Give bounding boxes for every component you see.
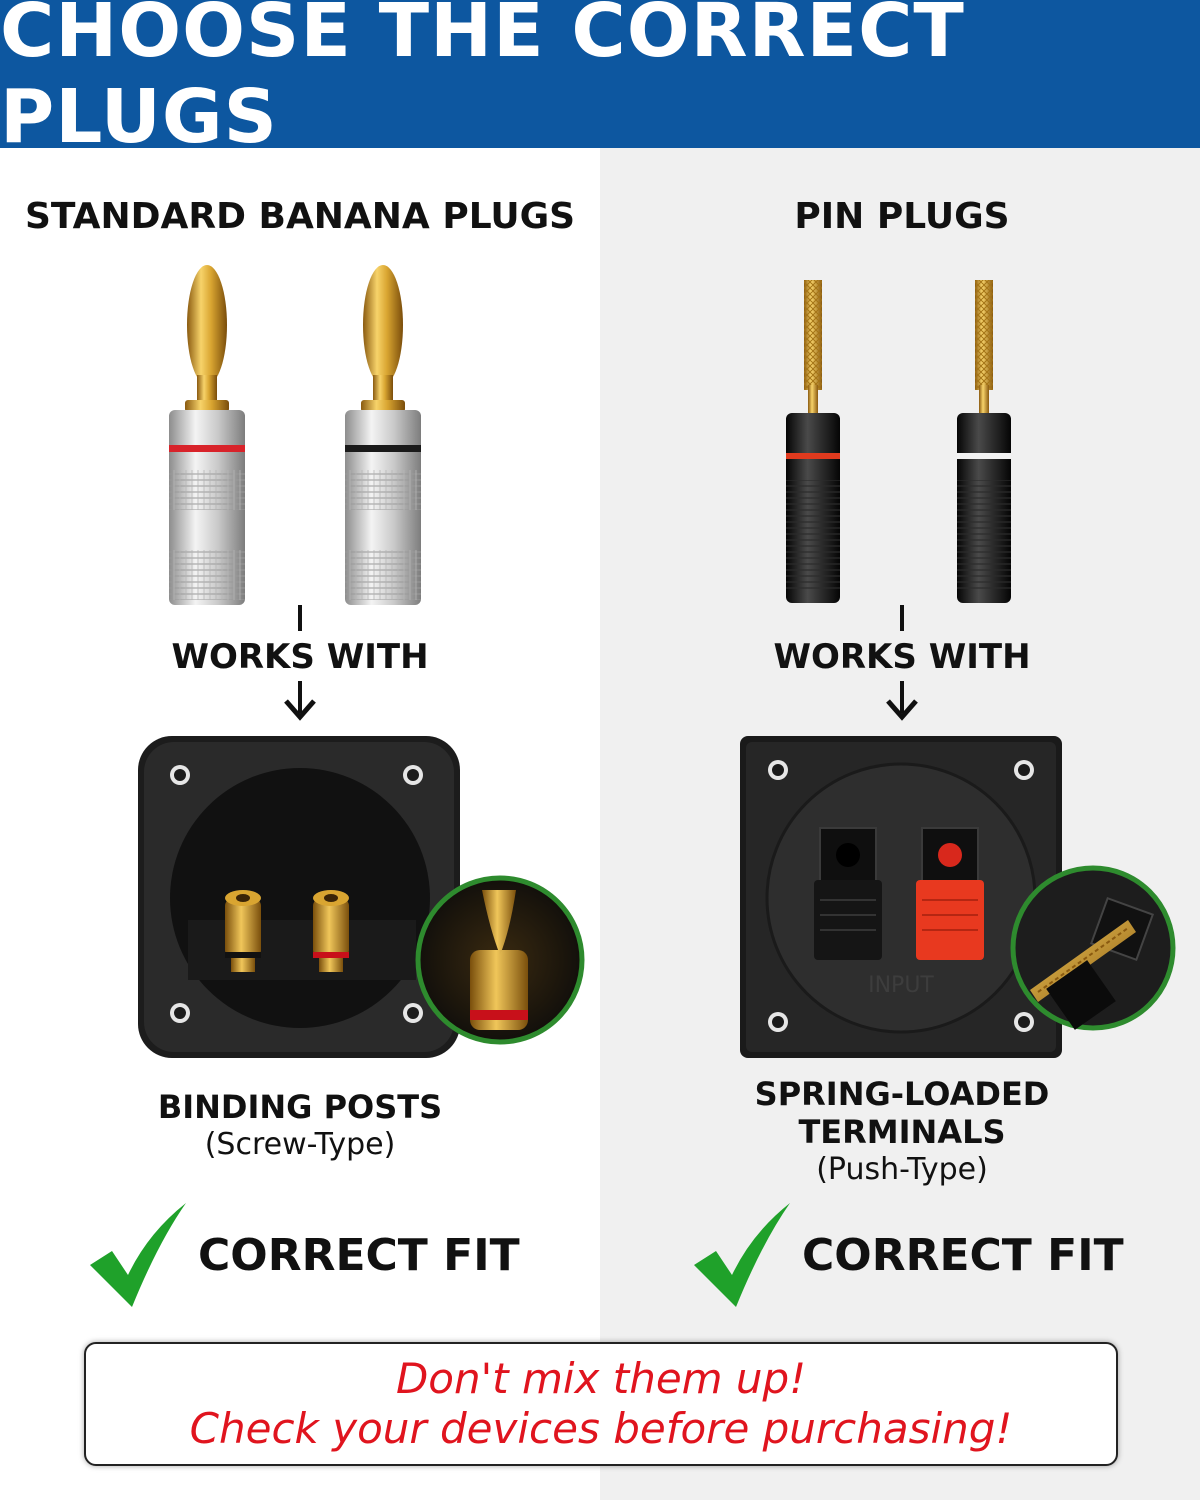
spring-terminals-image: INPUT	[740, 736, 1176, 1058]
pin-plugs-title: PIN PLUGS	[794, 196, 1010, 237]
spring-loaded-label: SPRING-LOADED	[754, 1075, 1050, 1113]
correct-fit-label: CORRECT FIT	[198, 1229, 520, 1281]
warning-box: Don't mix them up! Check your devices be…	[84, 1342, 1118, 1466]
checkmark-icon	[694, 1203, 790, 1307]
works-with-right: WORKS WITH	[602, 605, 1200, 735]
header-banner: CHOOSE THE CORRECT PLUGS	[0, 0, 1200, 160]
correct-fit-left: CORRECT FIT	[88, 1200, 588, 1310]
page-title: CHOOSE THE CORRECT PLUGS	[0, 0, 965, 160]
binding-posts-image	[138, 736, 585, 1058]
warning-line-2: Check your devices before purchasing!	[189, 1404, 1013, 1453]
down-arrow-icon	[284, 681, 316, 721]
screw-type-label: (Screw-Type)	[204, 1127, 396, 1162]
terminals-label: TERMINALS	[798, 1113, 1006, 1151]
banana-plug-red	[169, 265, 245, 605]
down-arrow-icon	[886, 681, 918, 721]
correct-fit-right: CORRECT FIT	[692, 1200, 1192, 1310]
banana-plugs-image	[169, 265, 421, 605]
pin-plug-red	[786, 280, 840, 603]
connector-line	[298, 605, 302, 631]
pin-plugs-image	[786, 280, 1011, 603]
warning-line-1: Don't mix them up!	[395, 1354, 807, 1403]
input-panel-label: INPUT	[868, 973, 934, 998]
binding-posts-label: BINDING POSTS	[157, 1088, 443, 1126]
checkmark-icon	[90, 1203, 186, 1307]
banana-plug-black	[345, 265, 421, 605]
push-type-label: (Push-Type)	[816, 1152, 988, 1187]
pin-plug-white	[957, 280, 1011, 603]
binding-posts-caption: BINDING POSTS (Screw-Type)	[0, 1088, 600, 1164]
banana-plugs-title: STANDARD BANANA PLUGS	[24, 196, 576, 237]
correct-fit-label: CORRECT FIT	[802, 1229, 1124, 1281]
works-with-left: WORKS WITH	[0, 605, 600, 735]
connector-line	[900, 605, 904, 631]
works-with-label: WORKS WITH	[773, 637, 1031, 677]
spring-terminals-caption: SPRING-LOADED TERMINALS (Push-Type)	[602, 1075, 1200, 1189]
works-with-label: WORKS WITH	[171, 637, 429, 677]
